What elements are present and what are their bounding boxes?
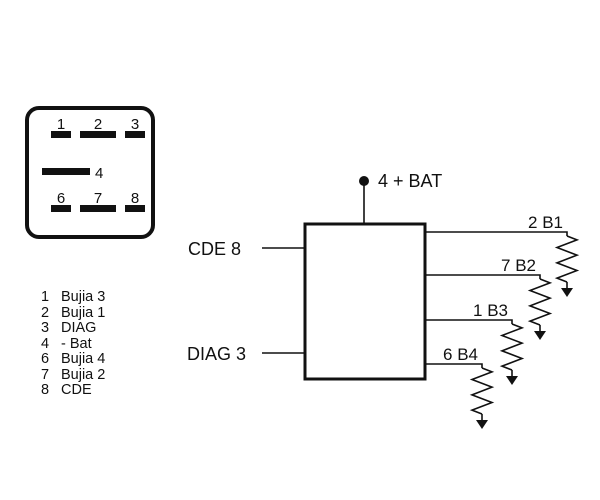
legend-row: 6 Bujia 4	[41, 351, 106, 368]
ground-arrow-icon	[561, 288, 573, 297]
output-wire	[425, 319, 513, 324]
legend-pin-function: Bujia 2	[61, 366, 106, 383]
input-label-diag: DIAG 3	[187, 344, 246, 364]
connector-housing	[25, 106, 155, 239]
legend-pin-number: 4	[41, 335, 50, 352]
output-label: 6 B4	[443, 345, 478, 364]
output-wire	[425, 231, 568, 236]
ground-arrow-icon	[476, 420, 488, 429]
pin-7	[80, 205, 116, 212]
pin-legend: 1 Bujia 3 2 Bujia 1 3 DIAG 4 - Bat 6 Bujia 4 7 Buji…	[41, 289, 106, 399]
output-label: 2 B1	[528, 213, 563, 232]
pin-label-8: 8	[131, 190, 139, 207]
resistor	[469, 367, 495, 415]
legend-pin-function: - Bat	[61, 335, 92, 352]
power-terminal-dot	[359, 176, 369, 186]
pin-label-7: 7	[94, 190, 102, 207]
legend-pin-function: CDE	[61, 382, 92, 398]
module-box	[303, 222, 427, 381]
resistor	[527, 278, 553, 326]
connector: 1 2 3 4 6 7 8	[25, 106, 155, 239]
resistor	[499, 323, 525, 371]
pin-label-2: 2	[94, 116, 102, 133]
legend-pin-function: Bujia 1	[61, 304, 106, 321]
output-label: 1 B3	[473, 301, 508, 320]
resistor	[554, 235, 580, 283]
legend-row: 1 Bujia 3	[41, 289, 106, 306]
pin-2	[80, 131, 116, 138]
output-channels: 2 B1 7 B2 1 B3 6 B4	[425, 213, 580, 429]
ground-arrow-icon	[506, 376, 518, 385]
pin-6	[51, 205, 71, 212]
legend-pin-function: DIAG	[61, 320, 97, 336]
pin-3	[125, 131, 145, 138]
legend-pin-number: 3	[41, 320, 50, 336]
pin-4	[42, 168, 90, 175]
power-label: 4 + BAT	[378, 171, 442, 191]
pin-label-3: 3	[131, 116, 139, 133]
legend-row: 8 CDE	[41, 382, 105, 399]
legend-pin-number: 7	[41, 366, 50, 383]
legend-pin-function: Bujia 4	[61, 351, 106, 367]
ground-arrow-icon	[534, 331, 546, 340]
legend-pin-number: 8	[41, 382, 50, 398]
legend-pin-number: 1	[41, 289, 50, 305]
legend-pin-number: 2	[41, 304, 50, 321]
legend-pin-number: 6	[41, 351, 50, 367]
output-wire	[425, 274, 541, 279]
pin-8	[125, 205, 145, 212]
legend-pin-function: Bujia 3	[61, 289, 106, 305]
pin-label-6: 6	[57, 190, 65, 207]
legend-row: 3 DIAG	[41, 320, 105, 337]
pin-1	[51, 131, 71, 138]
legend-row: 7 Bujia 2	[41, 366, 106, 384]
output-wire	[425, 363, 483, 368]
output-label: 7 B2	[501, 256, 536, 275]
legend-row: 2 Bujia 1	[41, 304, 106, 322]
pin-label-1: 1	[57, 116, 65, 133]
pin-label-4: 4	[95, 165, 103, 182]
input-label-cde: CDE 8	[188, 239, 241, 259]
legend-row: 4 - Bat	[41, 335, 105, 353]
